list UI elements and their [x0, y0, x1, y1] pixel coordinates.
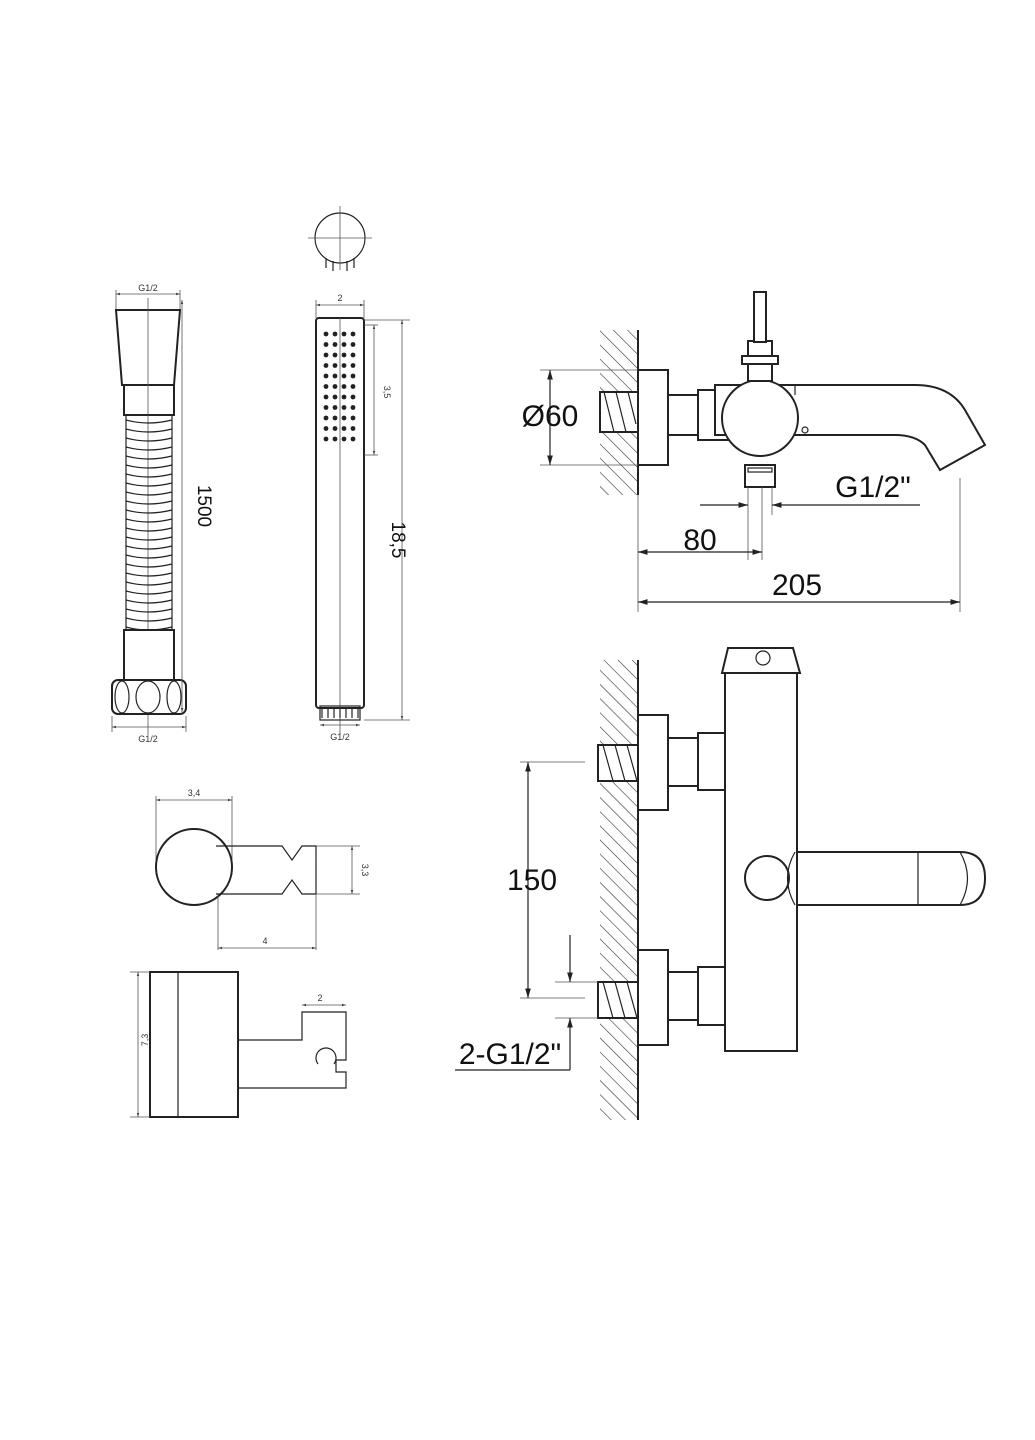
nozzle-dot: [350, 331, 356, 337]
nozzle-dot: [350, 363, 356, 368]
hose-coil: [125, 590, 173, 595]
nozzle-length-label: 3,5: [382, 386, 392, 399]
hose-drawing: G1/2 1500 G1/2: [111, 283, 214, 744]
nozzle-dot: [350, 436, 356, 442]
outlet-thread-label: G1/2": [835, 471, 911, 504]
nozzle-dot: [323, 415, 329, 421]
hose-coil: [125, 527, 173, 532]
nozzle-dot: [332, 373, 338, 379]
nozzle-dot: [332, 331, 338, 337]
holder-side-height-label: 7,3: [140, 1034, 150, 1047]
nozzle-dot: [332, 363, 338, 368]
holder-top-view: 3,4 3,3 4: [155, 788, 370, 950]
rosette-diameter-label: Ø60: [522, 400, 579, 433]
hose-coil: [125, 536, 173, 541]
mixer-side-view: Ø60 G1/2" 80 205: [522, 291, 987, 612]
holder-side-width-label: 2: [317, 993, 322, 1003]
nozzle-dot: [323, 342, 329, 347]
hose-coil: [125, 482, 173, 487]
nozzle-dot: [341, 363, 347, 368]
nozzle-dot: [323, 331, 329, 337]
nozzle-dot: [341, 352, 347, 358]
hand-shower-drawing: 2 3,5 18,5 G1/2: [308, 206, 410, 742]
nozzle-dot: [341, 436, 347, 442]
nozzle-dot: [323, 394, 329, 400]
nozzle-dot: [323, 373, 329, 379]
nozzle-dot: [323, 363, 329, 368]
hand-shower-width-label: 2: [337, 293, 342, 303]
nozzle-dot: [332, 426, 338, 431]
nozzle-dot: [332, 394, 338, 400]
hose-coil: [125, 500, 173, 505]
hose-coil: [125, 545, 173, 550]
nozzle-dot: [341, 415, 347, 421]
nozzle-dot: [350, 342, 356, 347]
holder-side-view: 7,3 2: [130, 971, 347, 1118]
nozzle-dot: [350, 405, 356, 410]
hose-coil: [125, 518, 173, 523]
nozzle-dot: [332, 384, 338, 389]
nozzle-dot: [341, 373, 347, 379]
nozzle-dot: [323, 436, 329, 442]
hose-coil: [125, 491, 173, 496]
nozzle-dot: [350, 384, 356, 389]
nozzle-dot: [323, 352, 329, 358]
inlet-threads-label: 2-G1/2": [459, 1038, 561, 1071]
holder-depth-label: 4: [262, 936, 267, 946]
hose-length-label: 1500: [193, 485, 214, 527]
hose-coil: [125, 428, 173, 433]
hose-coil: [125, 464, 173, 469]
hose-coil: [125, 608, 173, 613]
nozzle-dot: [350, 373, 356, 379]
nozzle-dot: [332, 436, 338, 442]
hose-coil: [125, 572, 173, 577]
hand-shower-thread-label: G1/2: [330, 732, 350, 742]
nozzle-dot: [332, 342, 338, 347]
nozzle-dot: [332, 415, 338, 421]
nozzle-dot: [341, 384, 347, 389]
inlet-spacing-label: 150: [507, 864, 557, 897]
hose-coil: [125, 581, 173, 586]
hose-coil: [125, 419, 173, 424]
hose-coil: [125, 599, 173, 604]
hose-bottom-thread-label: G1/2: [138, 734, 158, 744]
nozzle-dot: [341, 405, 347, 410]
hose-coil: [125, 446, 173, 451]
nozzle-dot: [332, 405, 338, 410]
nozzle-dot: [350, 394, 356, 400]
nozzle-dot: [350, 415, 356, 421]
hand-shower-length-label: 18,5: [387, 522, 408, 559]
hose-top-thread-label: G1/2: [138, 283, 158, 293]
hose-coil: [125, 437, 173, 442]
nozzle-dot: [341, 394, 347, 400]
nozzle-dot: [350, 352, 356, 358]
nozzle-dot: [332, 352, 338, 358]
hose-coil: [125, 509, 173, 514]
nozzle-dot: [323, 384, 329, 389]
nozzle-dot: [341, 331, 347, 337]
spout-projection-label: 205: [772, 569, 822, 602]
hose-coil: [125, 563, 173, 568]
nozzle-dot: [341, 426, 347, 431]
mixer-front-view: 150 2-G1/2": [455, 647, 987, 1120]
nozzle-dot: [323, 405, 329, 410]
hose-coil: [125, 455, 173, 460]
outlet-distance-label: 80: [683, 524, 716, 557]
hose-coil: [125, 473, 173, 478]
holder-height-label: 3,3: [360, 864, 370, 877]
nozzle-dot: [341, 342, 347, 347]
nozzle-dot: [350, 426, 356, 431]
holder-diameter-label: 3,4: [188, 788, 201, 798]
nozzle-dot: [323, 426, 329, 431]
hose-coil: [125, 554, 173, 559]
hose-coil: [125, 617, 173, 622]
